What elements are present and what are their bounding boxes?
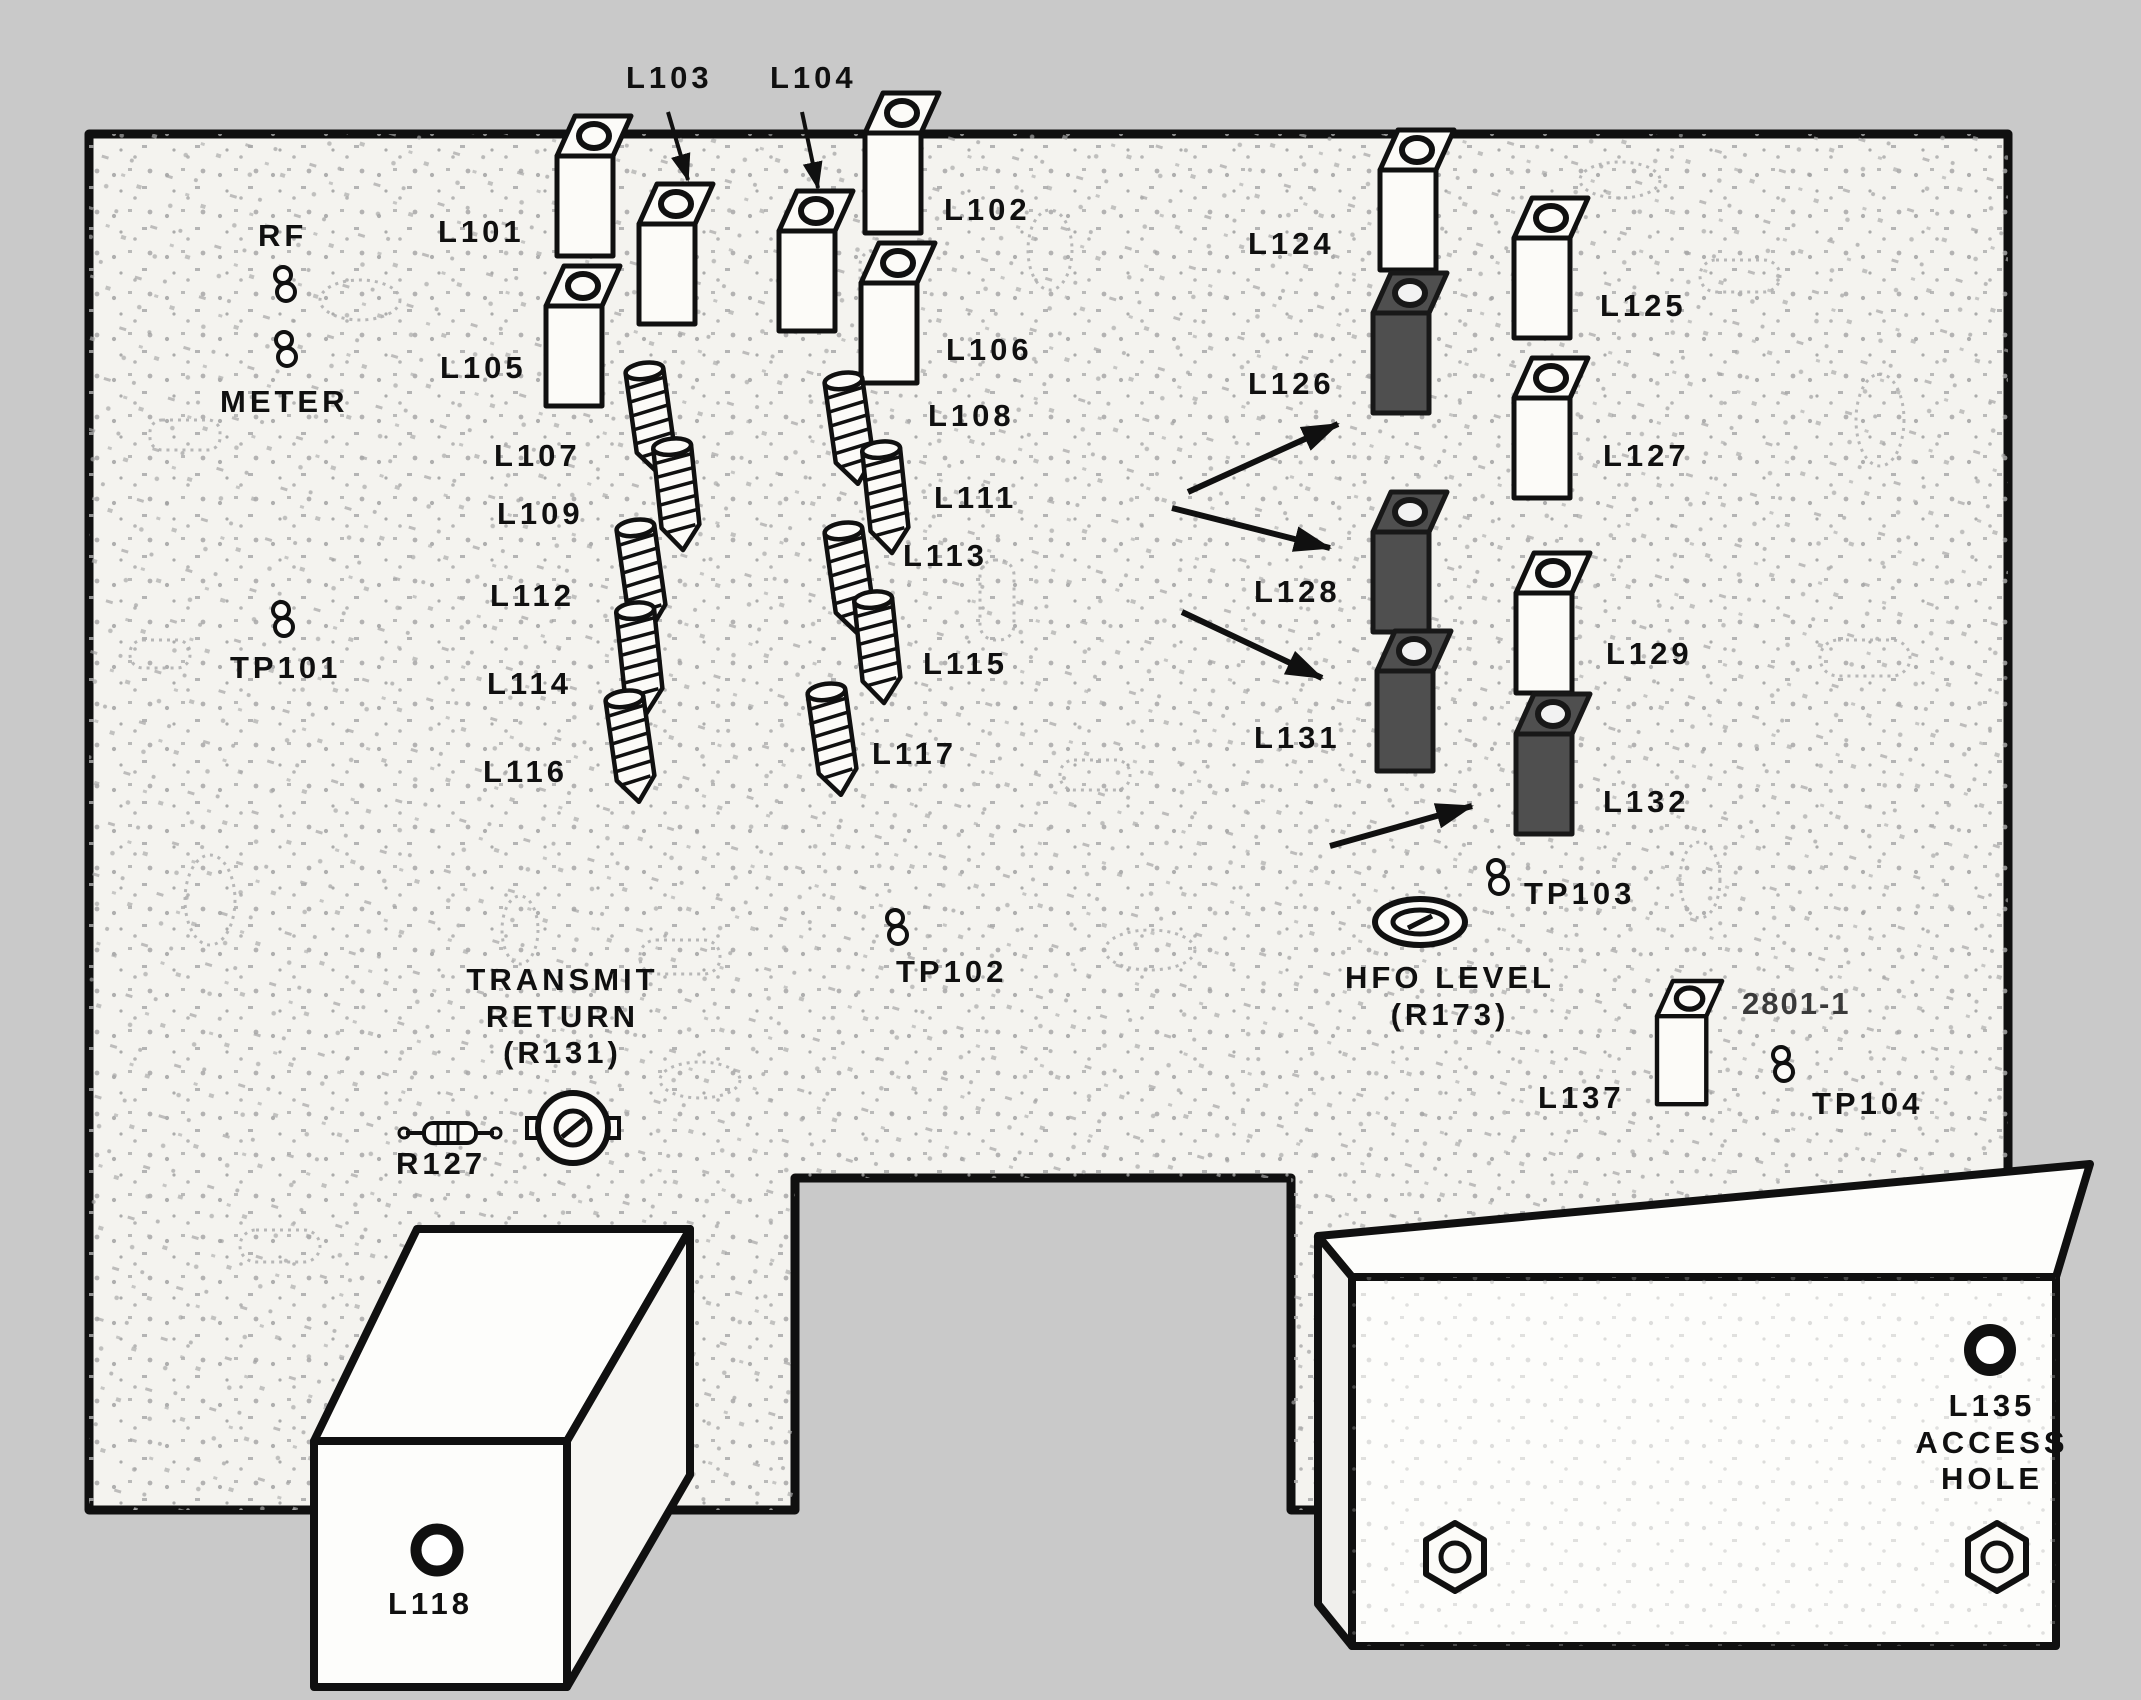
label-l108: L108 — [928, 398, 1015, 433]
l118-hole — [410, 1523, 464, 1577]
trimmer-r173 — [1375, 899, 1465, 945]
label-tp102: TP102 — [896, 954, 1008, 989]
label-l101: L101 — [438, 214, 525, 249]
label-l112: L112 — [490, 578, 575, 613]
label-l124: L124 — [1248, 226, 1335, 261]
label-l117: L117 — [872, 736, 957, 771]
label-board-marking: 2801-1 — [1742, 986, 1851, 1021]
label-l103: L103 — [626, 60, 713, 95]
pointer-arrow-l131 — [1180, 609, 1324, 681]
label-tp103: TP103 — [1524, 876, 1636, 911]
label-hfo-level-r173: HFO LEVEL (R173) — [1345, 960, 1555, 1032]
label-l116: L116 — [483, 754, 568, 789]
shield-box-l135 — [1314, 1160, 2094, 1650]
leader-arrow-l104 — [800, 111, 823, 190]
label-l113: L113 — [903, 538, 988, 573]
hex-nut-right — [1968, 1523, 2026, 1591]
label-l114: L114 — [487, 666, 572, 701]
label-rf: RF — [258, 218, 308, 253]
label-l109: L109 — [497, 496, 584, 531]
pointer-arrow-l128 — [1171, 505, 1332, 552]
label-l126: L126 — [1248, 366, 1335, 401]
hex-nut-left — [1426, 1523, 1484, 1591]
pointer-arrow-l126 — [1186, 421, 1340, 495]
label-tp101: TP101 — [230, 650, 342, 685]
label-l132: L132 — [1603, 784, 1690, 819]
label-l104: L104 — [770, 60, 857, 95]
label-l107: L107 — [494, 438, 581, 473]
l135-access-hole — [1964, 1324, 2016, 1376]
label-l135-access-hole: L135 ACCESS HOLE — [1915, 1388, 2069, 1497]
label-l131: L131 — [1254, 720, 1341, 755]
label-l118: L118 — [388, 1586, 473, 1621]
label-l111: L111 — [934, 480, 1018, 515]
pointer-arrow-l132 — [1329, 803, 1474, 849]
label-l105: L105 — [440, 350, 527, 385]
label-l125: L125 — [1600, 288, 1687, 323]
ghost-traces — [128, 160, 1912, 1264]
label-l128: L128 — [1254, 574, 1341, 609]
leader-arrow-l103 — [666, 111, 691, 182]
label-l106: L106 — [946, 332, 1033, 367]
label-r127: R127 — [396, 1146, 487, 1181]
label-l127: L127 — [1603, 438, 1690, 473]
label-l129: L129 — [1606, 636, 1693, 671]
label-l115: L115 — [923, 646, 1008, 681]
label-transmit-return-r131: TRANSMIT RETURN (R131) — [466, 962, 659, 1071]
label-l137: L137 — [1538, 1080, 1625, 1115]
shield-box-l118 — [310, 1225, 694, 1691]
label-meter: METER — [220, 384, 349, 419]
label-tp104: TP104 — [1812, 1086, 1924, 1121]
label-l102: L102 — [944, 192, 1031, 227]
